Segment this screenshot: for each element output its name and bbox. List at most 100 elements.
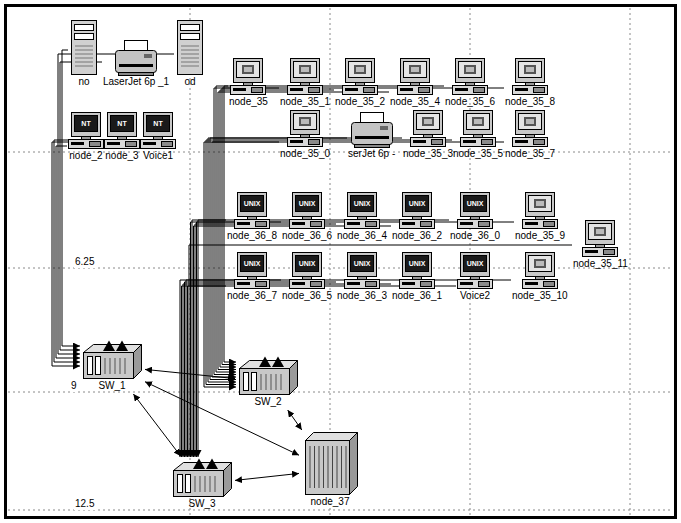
node-label: SW_2 [237, 396, 299, 408]
os-badge: NT [146, 115, 170, 132]
device-icon: UNIX [289, 252, 325, 290]
device-icon [452, 58, 488, 96]
device-symbol [140, 112, 176, 150]
device-icon [237, 356, 299, 396]
host-node: UNIX node_36_5 [282, 252, 332, 302]
link-line [54, 140, 103, 362]
link-line [235, 473, 299, 480]
device-icon: UNIX [399, 192, 435, 230]
link-line [208, 138, 402, 382]
link-line [288, 410, 302, 430]
os-badge: UNIX [240, 195, 264, 212]
link-line [195, 224, 336, 457]
axis-label: 9 [70, 380, 78, 392]
node-label: node_35_7 [505, 148, 555, 160]
device-icon [175, 20, 205, 76]
device-symbol [522, 192, 558, 230]
device-icon: UNIX [234, 252, 270, 290]
link-line [183, 284, 391, 457]
node-label: node_35_8 [505, 96, 555, 108]
device-symbol [350, 112, 394, 148]
device-icon [301, 432, 359, 496]
device-symbol [287, 110, 323, 148]
device-symbol [397, 58, 433, 96]
node-label: od [175, 76, 205, 88]
device-symbol [457, 192, 493, 230]
device-symbol [171, 458, 233, 498]
host-node: UNIXnode_36_7 [227, 252, 277, 302]
os-badge: NT [110, 115, 134, 132]
node-label: node_36_5 [282, 290, 332, 302]
host-node: UNIXnode_36_4 [337, 192, 387, 242]
host-node: NT Voice1 [140, 112, 176, 162]
node-label: Voice2 [457, 290, 493, 302]
os-badge: UNIX [240, 255, 264, 272]
host-node: UNIXnode_36_0 [450, 192, 500, 242]
device-icon: UNIX [457, 192, 493, 230]
host-node: LaserJet 6p _1 [103, 40, 169, 88]
host-node: node_35_1 [280, 58, 330, 108]
node-label: node_35_11 [573, 258, 628, 270]
node-label: node_37 [301, 496, 359, 508]
device-symbol [114, 40, 158, 76]
device-icon [171, 458, 233, 498]
os-badge: UNIX [295, 255, 319, 272]
host-node: node_35_2 [335, 58, 385, 108]
node-label: LaserJet 6p _1 [103, 76, 169, 88]
link-line [214, 88, 504, 375]
device-symbol [410, 110, 446, 148]
link-line [212, 142, 279, 377]
node-label: node_35_1 [280, 96, 330, 108]
device-icon: NT [140, 112, 176, 150]
device-symbol [289, 192, 325, 230]
device-icon [460, 110, 496, 148]
device-icon [410, 110, 446, 148]
device-icon: UNIX [399, 252, 435, 290]
link-line [62, 50, 80, 346]
link-line [216, 86, 444, 372]
link-line [180, 280, 511, 457]
node-label: node_35_2 [335, 96, 385, 108]
link-line [188, 286, 227, 457]
device-symbol [301, 432, 359, 496]
device-symbol [234, 252, 270, 290]
device-symbol [344, 192, 380, 230]
node-label: node_36_8 [227, 230, 277, 242]
node-label: no [69, 76, 99, 88]
host-node: UNIX Voice2 [457, 252, 493, 302]
node-label: node_35_9 [515, 230, 565, 242]
node-label: node_35_0 [280, 148, 330, 160]
node-label: node_36_3 [337, 290, 387, 302]
os-badge: UNIX [463, 255, 487, 272]
device-icon: UNIX [289, 192, 325, 230]
device-icon [342, 58, 378, 96]
host-node: UNIXnode_36_1 [392, 252, 442, 302]
host-node: serJet 6p - [348, 112, 395, 160]
device-symbol [104, 112, 140, 150]
device-icon [397, 58, 433, 96]
link-line [56, 146, 80, 358]
node-label: SW_1 [81, 380, 143, 392]
device-symbol [68, 112, 104, 150]
host-node: node_35_9 [515, 192, 565, 242]
host-node: no [69, 20, 99, 88]
host-node: node_35_0 [280, 110, 330, 160]
device-symbol [175, 20, 205, 76]
node-label: Voice1 [140, 150, 176, 162]
os-badge: UNIX [463, 195, 487, 212]
device-icon [522, 252, 558, 290]
device-icon [522, 192, 558, 230]
host-node: UNIX node_36_8 [227, 192, 277, 242]
link-line [133, 394, 180, 456]
device-icon: NT [104, 112, 140, 150]
os-badge: UNIX [405, 195, 429, 212]
node-label: node_36_1 [392, 290, 442, 302]
host-node: node_35_3 [403, 110, 453, 160]
device-icon [81, 340, 143, 380]
host-node: node_35_10 [512, 252, 568, 302]
device-symbol [582, 220, 618, 258]
host-node: node_35_7 [505, 110, 555, 160]
device-icon [512, 58, 548, 96]
